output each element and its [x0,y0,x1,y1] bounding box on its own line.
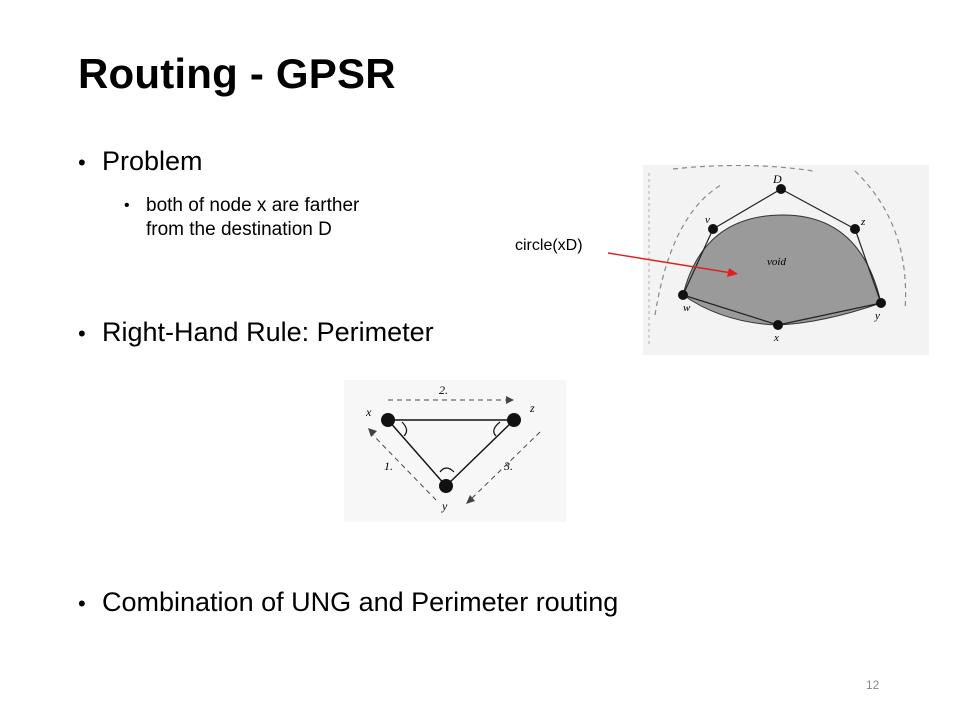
edge-x-y [387,419,447,487]
detail-line-2: from the destination D [146,219,332,240]
bullet-dot-icon: • [78,150,86,175]
node-w [678,290,688,300]
turn-arrow-x-icon [401,421,408,437]
bullet-combination: • Combination of UNG and Perimeter routi… [78,586,618,620]
void-figure-caption: circle(xD) [515,237,583,254]
edge-3-arrow [467,431,541,503]
node-x [773,320,783,330]
node-x [381,413,395,427]
bullet-right-hand-rule: • Right-Hand Rule: Perimeter [78,316,434,350]
turn-arrow-z-icon [493,421,501,437]
edge-z-y [854,228,882,304]
void-figure: D v z w y x void [643,165,929,355]
edge-v-w [682,228,714,296]
node-z [850,224,860,234]
bullet-combination-text: Combination of UNG and Perimeter routing [102,587,619,617]
label-D: D [772,172,782,186]
page-number: 12 [866,678,880,692]
edge-1-arrowhead-icon [368,428,377,437]
edge-1-arrow [369,431,437,501]
bullet-dot-icon: • [78,321,86,346]
void-region [682,214,882,326]
label-w: w [683,302,691,314]
caption-arrow [607,252,738,277]
detail-line-1: both of node x are farther [146,195,360,216]
edge-D-z [780,188,856,230]
label-x: x [365,405,372,419]
label-v: v [705,214,710,226]
edge-label-3: 3. [503,459,513,473]
bullet-dot-icon: • [124,197,130,214]
label-z: z [529,401,535,415]
edge-z-y [445,419,515,487]
node-y [439,479,453,493]
perimeter-figure: 2. 1. 3. x z y [344,380,566,522]
label-void: void [767,256,786,268]
edge-label-1: 1. [384,459,393,473]
edge-w-x [682,294,779,326]
bullet-problem-text: Problem [102,146,203,176]
bullet-problem-detail-text: both of node x are farther from the dest… [146,194,359,242]
edge-x-y [777,302,882,326]
label-y: y [441,499,448,513]
edge-3-arrowhead-icon [466,495,475,504]
caption-arrow-line [607,252,733,274]
edge-2-arrowhead-icon [506,396,514,404]
circle-arc-right [854,170,907,311]
node-y [876,298,886,308]
bullet-right-hand-rule-text: Right-Hand Rule: Perimeter [102,317,434,347]
circle-arc-left [654,184,722,316]
label-z: z [860,216,866,228]
circle-arc-top [672,165,814,172]
edge-v-D [712,188,782,230]
bullet-problem: • Problem [78,145,203,179]
perimeter-figure-background [344,380,566,522]
label-y: y [874,310,880,322]
caption-arrow-head-icon [727,268,738,277]
bullet-dot-icon: • [78,591,86,616]
label-x: x [773,332,779,344]
edge-label-2: 2. [439,383,448,397]
slide-title: Routing - GPSR [78,50,396,97]
node-z [507,413,521,427]
bullet-problem-detail: • both of node x are farther from the de… [124,194,504,242]
node-D [776,184,786,194]
node-v [708,224,718,234]
turn-arrow-y-icon [439,467,455,473]
